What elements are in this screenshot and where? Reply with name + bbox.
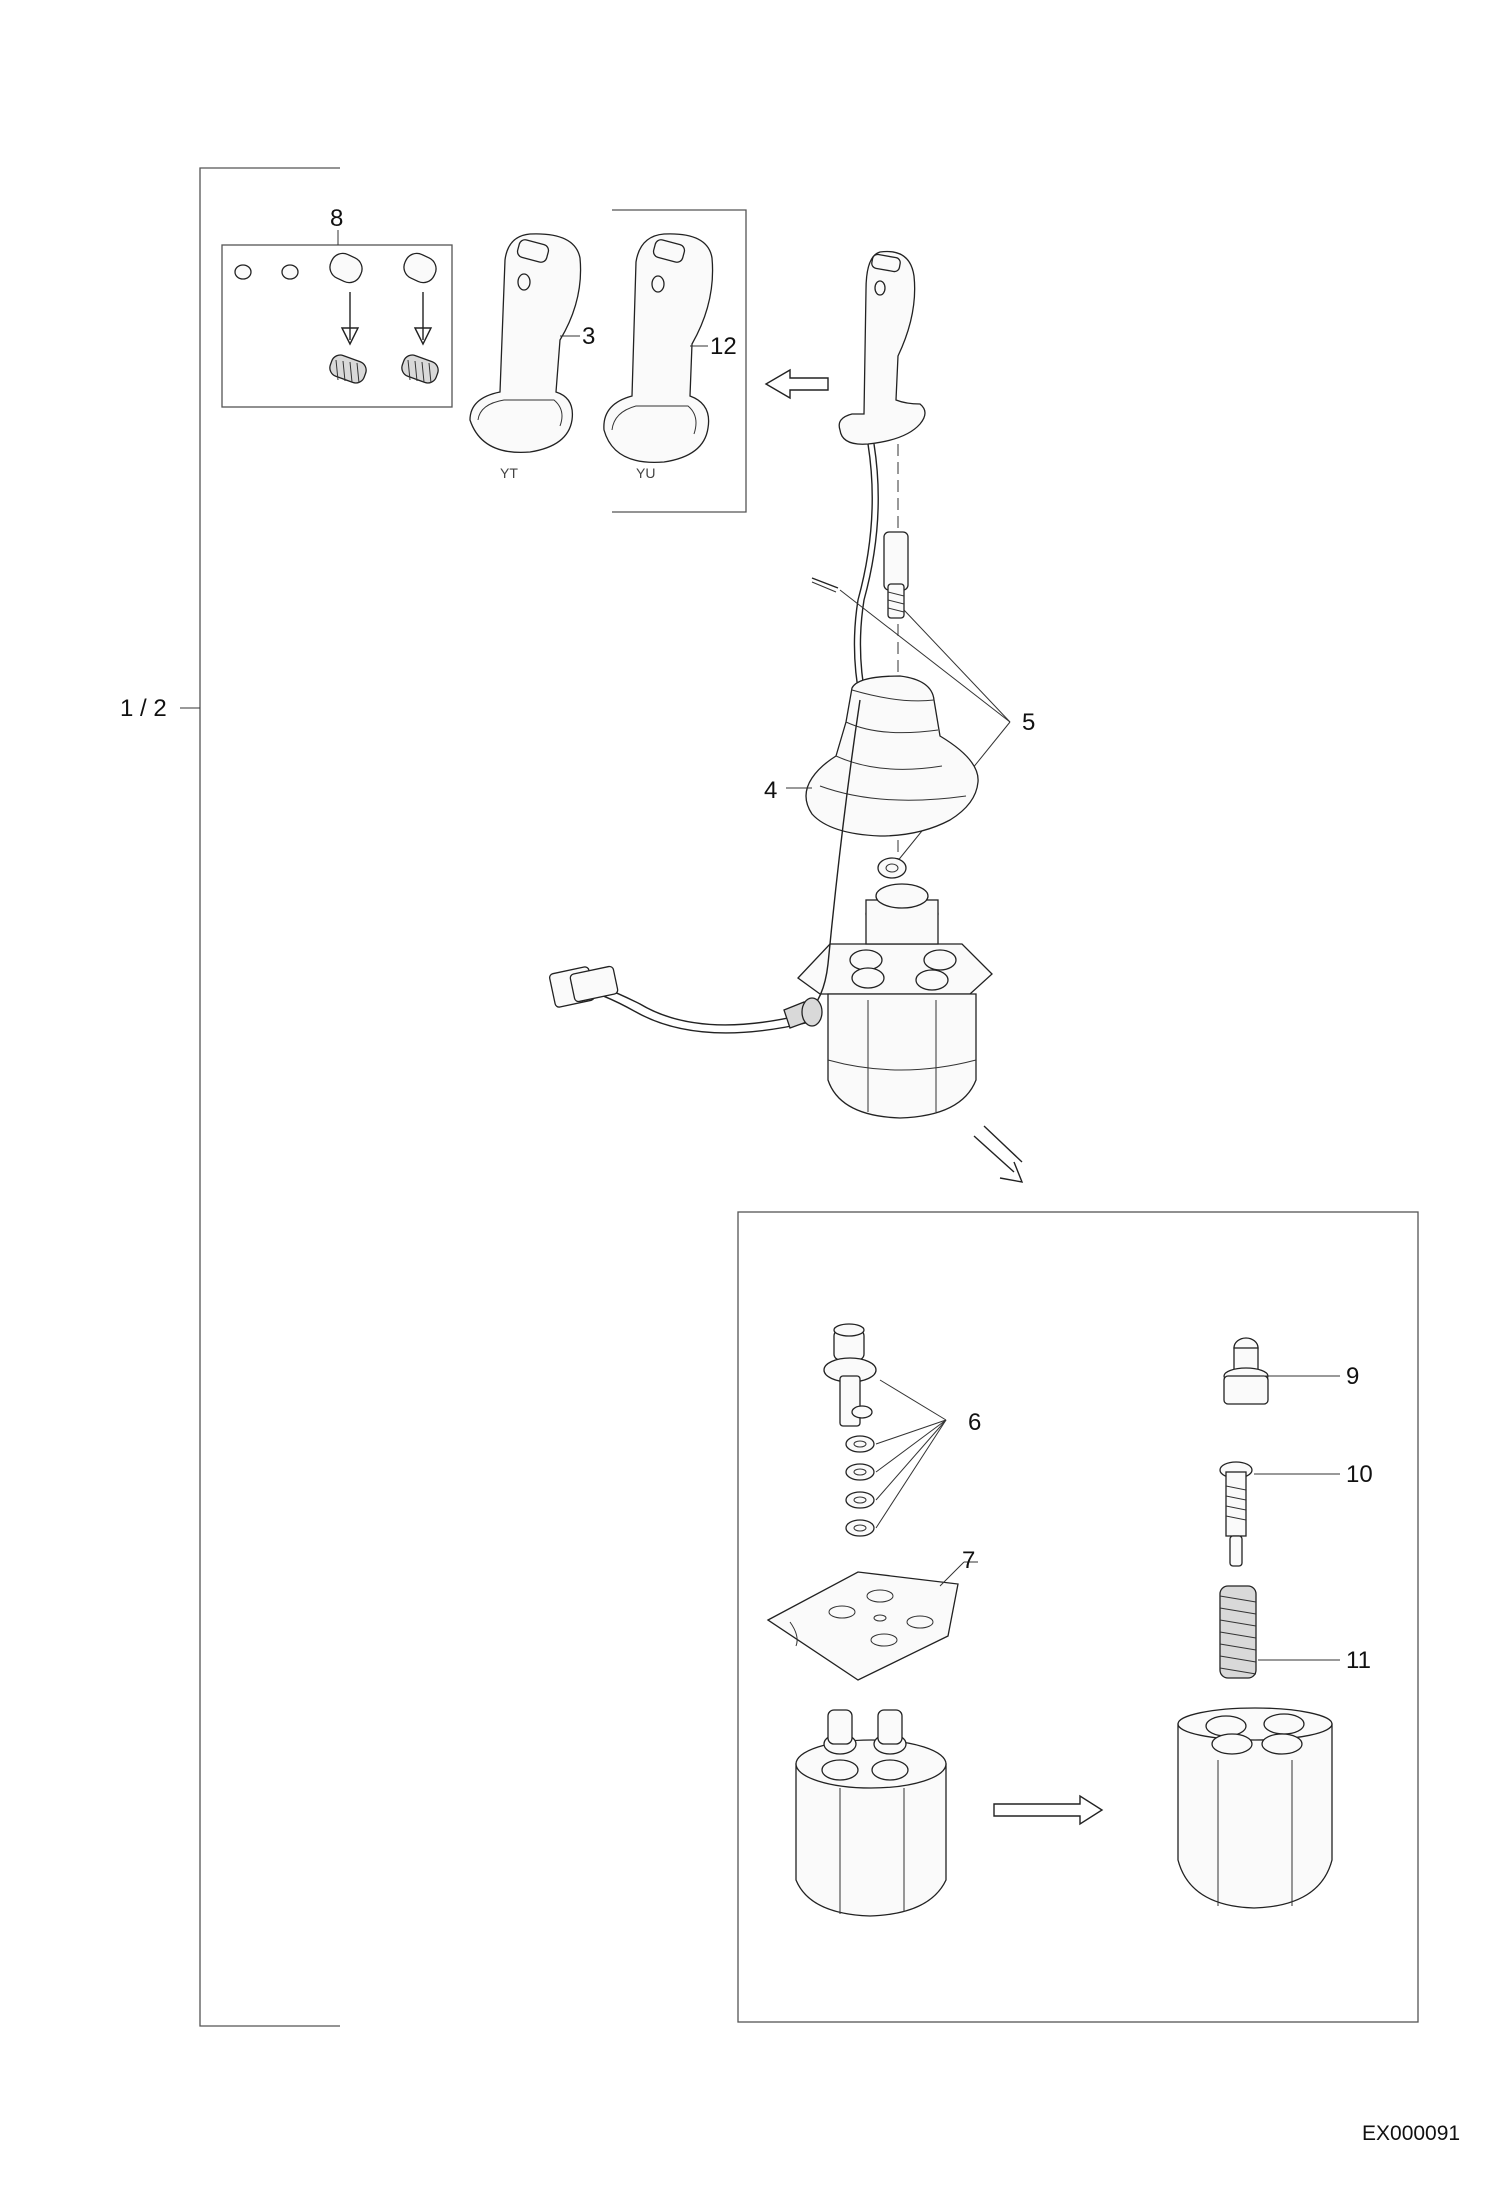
part-5-shaft: [811, 531, 1011, 869]
callout-8: 8: [330, 205, 343, 232]
part-7-plate: [766, 1561, 978, 1681]
drawing-id: EX000091: [1362, 2122, 1460, 2145]
callout-12: 12: [710, 333, 737, 360]
handle-yu: [603, 233, 714, 464]
callout-9: 9: [1346, 1363, 1359, 1390]
arrow-to-variants: [764, 368, 829, 400]
part-11-spring: [1219, 1585, 1340, 1679]
callout-4: 4: [764, 777, 777, 804]
handle-yt: [469, 233, 582, 454]
assembly-bracket: [180, 167, 340, 2027]
variant-label-yt: YT: [500, 465, 518, 481]
callout-7: 7: [962, 1547, 975, 1574]
callout-11: 11: [1346, 1647, 1371, 1674]
callout-6: 6: [968, 1409, 981, 1436]
callout-1-2: 1 / 2: [120, 695, 167, 722]
arrow-to-detail: [973, 1125, 1024, 1183]
variant-label-yu: YU: [636, 465, 655, 481]
part-4-boot: [805, 675, 979, 837]
part-10-pushrod: [1219, 1461, 1340, 1567]
callout-3: 3: [582, 323, 595, 350]
arrow-housing: [993, 1794, 1104, 1826]
handle-variants-box: [612, 209, 747, 513]
nut: [877, 857, 907, 879]
part-9-cap: [1223, 1337, 1340, 1405]
kit-box-8: [221, 230, 453, 408]
detail-box: [737, 1211, 1419, 2023]
valve-housing-assembled: [795, 1709, 947, 1917]
valve-body: [797, 883, 993, 1119]
callout-5: 5: [1022, 709, 1035, 736]
part-6-plunger: [823, 1323, 947, 1537]
callout-10: 10: [1346, 1461, 1373, 1488]
cable-connector: [548, 699, 861, 1034]
valve-housing-empty: [1177, 1707, 1333, 1909]
